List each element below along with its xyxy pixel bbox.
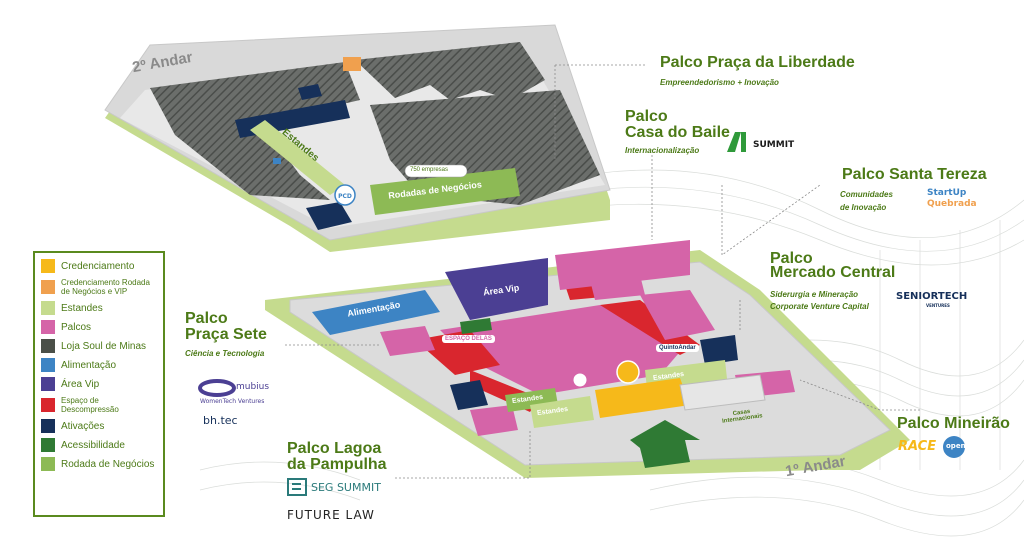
legend-item: Espaço de Descompressão (41, 396, 157, 414)
palco-mineirao-title: Palco Mineirão (897, 415, 1010, 432)
alimentacao-block (312, 290, 440, 335)
empresas-badge: 750 empresas (410, 167, 449, 173)
legend-swatch (41, 438, 55, 452)
startup-logo-text: StartUp (927, 188, 967, 198)
mubius-swirl-icon (198, 379, 236, 397)
bhtec-logo-text: bh.tec (203, 414, 238, 427)
palco-baile-title-2: Casa do Baile (625, 124, 730, 141)
startup-quebrada-logo: StartUp Quebrada (915, 188, 985, 212)
legend-item: Estandes (41, 301, 157, 315)
legend-label: Alimentação (61, 359, 117, 371)
palco-praca-sete-block (380, 326, 435, 356)
upper-floor: PCD (104, 24, 611, 252)
palco-mercado-central-block (640, 290, 715, 340)
espaco-delas-sign: ESPAÇO DELAS (442, 335, 495, 343)
legend-item: Ativações (41, 419, 157, 433)
legend-label: Área Vip (61, 378, 100, 390)
palco-sete-subtitle: Ciência e Tecnologia (185, 349, 265, 358)
future-law-logo: FUTURE LAW (287, 508, 397, 526)
legend-item: Alimentação (41, 358, 157, 372)
legend-swatch (41, 301, 55, 315)
legend-label: Rodada de Negócios (61, 458, 155, 470)
area-vip-block (445, 258, 548, 320)
seg-summit-mark-icon (287, 478, 307, 496)
accessibility-icon (616, 360, 640, 384)
legend-item: Palcos (41, 320, 157, 334)
legend-item: Acessibilidade (41, 438, 157, 452)
legend-label: Espaço de Descompressão (61, 396, 119, 414)
palco-mercado-subtitle-2: Corporate Venture Capital (770, 302, 869, 311)
pcd-icon (334, 184, 356, 206)
palco-baile-title-1: Palco (625, 108, 668, 125)
palco-tereza-subtitle-1: Comunidades (840, 190, 893, 199)
palco-lagoa-title-1: Palco Lagoa (287, 440, 382, 457)
bhtec-logo: bh.tec (203, 414, 263, 432)
upper-credenciamento-block (343, 57, 361, 71)
legend-label: Ativações (61, 420, 105, 432)
seg-summit-logo: SEG SUMMIT (287, 478, 397, 498)
credenciamento-block (595, 378, 690, 418)
palco-lagoa-title-2: da Pampulha (287, 456, 387, 473)
palco-tereza-title: Palco Santa Tereza (842, 166, 987, 183)
legend-item: Área Vip (41, 377, 157, 391)
legend-swatch (41, 320, 55, 334)
palco-liberdade-title: Palco Praça da Liberdade (660, 54, 855, 71)
legend-swatch (41, 419, 55, 433)
seg-summit-logo-text: SEG SUMMIT (311, 481, 381, 494)
ai-summit-logo: SUMMIT (725, 130, 795, 154)
entrance-arrow-icon (630, 420, 700, 468)
svg-text:PCD: PCD (338, 193, 352, 200)
palco-tereza-subtitle-2: de Inovação (840, 203, 887, 212)
palco-lagoa-block (470, 405, 518, 436)
legend-item: Credenciamento (41, 259, 157, 273)
mubius-logo-text: mubius (236, 382, 270, 392)
legend-item: Credenciamento Rodada de Negócios e VIP (41, 278, 157, 296)
quintoandar-sign: QuintoAndar (656, 344, 699, 352)
legend-swatch (41, 280, 55, 294)
legend-label: Palcos (61, 321, 92, 333)
quebrada-logo-text: Quebrada (927, 199, 977, 209)
palco-mercado-title-1: Palco (770, 250, 813, 267)
legend-label: Credenciamento Rodada de Negócios e VIP (61, 278, 150, 296)
palco-sete-title-1: Palco (185, 310, 228, 327)
legend-item: Loja Soul de Minas (41, 339, 157, 353)
race-logo-text: RACE (898, 439, 937, 454)
legend-item: Rodada de Negócios (41, 457, 157, 471)
legend-label: Acessibilidade (61, 439, 125, 451)
palco-liberdade-subtitle: Empreendedorismo + Inovação (660, 78, 779, 87)
seniortech-logo: SENIORTECH VENTURES (896, 291, 967, 309)
legend-swatch (41, 259, 55, 273)
open-logo-text: open (946, 442, 966, 450)
palco-baile-subtitle: Internacionalização (625, 146, 700, 155)
legend-swatch (41, 339, 55, 353)
future-law-logo-text: FUTURE LAW (287, 508, 375, 522)
palco-mercado-subtitle-1: Siderurgia e Mineração (770, 290, 859, 299)
legend-label: Estandes (61, 302, 103, 314)
mubius-subtext: WomenTech Ventures (200, 398, 265, 405)
open-logo: open (943, 436, 966, 458)
mubius-logo: mubius WomenTech Ventures (198, 378, 278, 406)
legend-swatch (41, 398, 55, 412)
ai-summit-mark-icon (727, 132, 746, 152)
rodada-negocios-block (370, 168, 520, 215)
palco-santa-tereza-block (555, 240, 690, 290)
seniortech-ventures-text: VENTURES (926, 303, 950, 308)
leader-lines (285, 64, 920, 479)
seniortech-logo-text: SENIORTECH (896, 291, 968, 302)
palco-mercado-title-2: Mercado Central (770, 264, 896, 281)
legend-swatch (41, 457, 55, 471)
ai-summit-logo-text: SUMMIT (753, 140, 795, 150)
legend-swatch (41, 358, 55, 372)
legend-label: Loja Soul de Minas (61, 340, 147, 352)
palco-sete-title-2: Praça Sete (185, 326, 267, 343)
legend-label: Credenciamento (61, 260, 135, 272)
women-icon (572, 372, 588, 388)
race-logo: RACE (898, 437, 938, 459)
legend-swatch (41, 377, 55, 391)
upper-estandes-strip (250, 120, 345, 195)
